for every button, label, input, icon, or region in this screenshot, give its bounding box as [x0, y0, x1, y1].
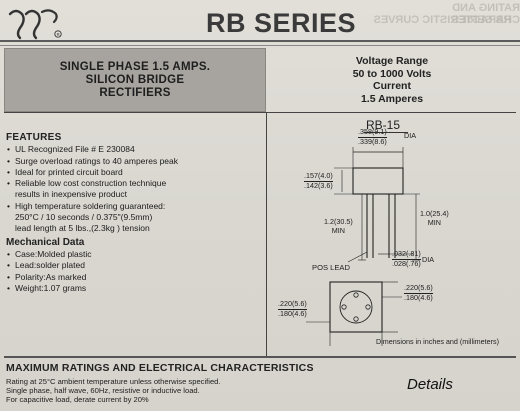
note-line: Single phase, half wave, 60Hz, resistive…: [6, 386, 200, 395]
list-item: •Ideal for printed circuit board: [7, 166, 123, 177]
spec-line: 50 to 1000 Volts: [352, 67, 432, 80]
list-item: • Reliable low cost construction techniq…: [7, 178, 167, 189]
details-link[interactable]: Details: [407, 376, 453, 393]
product-title-line: SINGLE PHASE 1.5 AMPS.: [59, 60, 211, 73]
bullet-icon: •: [7, 166, 10, 177]
list-item: •Case:Molded plastic: [7, 248, 92, 259]
list-item: •Polarity:As marked: [7, 271, 87, 282]
section-divider: [4, 112, 516, 113]
note-line: For capacitive load, derate current by 2…: [6, 395, 149, 404]
body-width-dim: .358(9.1) .339(8.6): [358, 127, 387, 146]
list-item: results in inexpensive product: [15, 189, 127, 200]
bleedthrough-text: RB SERIES: [452, 14, 512, 26]
list-item: •Weight:1.07 grams: [7, 282, 87, 293]
list-item: •Surge overload ratings to 40 amperes pe…: [7, 155, 179, 166]
section-divider: [4, 356, 516, 358]
bullet-icon: •: [7, 260, 10, 271]
list-item: •UL Recognized File # E 230084: [7, 144, 135, 155]
column-divider: [266, 112, 267, 356]
voltage-current-spec: Voltage Range 50 to 1000 Volts Current 1…: [268, 48, 516, 112]
list-item: 250°C / 10 seconds / 0.375"(9.5mm): [15, 212, 153, 223]
bullet-icon: •: [7, 200, 10, 211]
bullet-icon: •: [7, 248, 10, 259]
ratings-notes: Rating at 25°C ambient temperature unles…: [6, 377, 221, 404]
bullet-icon: •: [7, 144, 10, 155]
series-title: RB SERIES: [206, 8, 357, 38]
features-heading: FEATURES: [6, 132, 62, 143]
lead-length-right-dim: 1.0(25.4) MIN: [420, 209, 449, 227]
package-name: RB-15: [366, 118, 401, 132]
mechanical-list: •Case:Molded plastic •Lead:solder plated…: [6, 249, 262, 294]
pos-lead-label: POS LEAD: [312, 263, 350, 272]
product-title-line: RECTIFIERS: [99, 86, 171, 99]
dimensions-note: Dimensions in inches and (millimeters): [376, 337, 500, 346]
package-outline-diagram: RB-15: [268, 112, 518, 356]
brand-logo-icon: R: [8, 9, 62, 40]
max-ratings-heading: MAXIMUM RATINGS AND ELECTRICAL CHARACTER…: [6, 362, 314, 374]
package-drawing: [306, 147, 420, 346]
svg-text:R: R: [57, 32, 60, 37]
list-item: lead length at 5 lbs.,(2.3kg ) tension: [15, 223, 150, 234]
features-section: FEATURES •UL Recognized File # E 230084 …: [6, 132, 262, 294]
bullet-icon: •: [7, 155, 10, 166]
square-bottom-dim: .220(5.6) .180(4.6): [278, 299, 307, 318]
square-side-dim: .220(5.6) .180(4.6): [404, 283, 433, 302]
note-line: Rating at 25°C ambient temperature unles…: [6, 377, 221, 386]
features-list: •UL Recognized File # E 230084 •Surge ov…: [6, 144, 262, 234]
spec-line: Current: [373, 80, 411, 92]
spec-line: 1.5 Amperes: [360, 92, 424, 105]
product-title-box: SINGLE PHASE 1.5 AMPS. SILICON BRIDGE RE…: [4, 48, 266, 112]
list-item: •High temperature soldering guaranteed:: [7, 200, 166, 211]
body-height-dim: .157(4.0) .142(3.6): [304, 171, 333, 190]
package-name-underline: [364, 132, 408, 133]
bullet-icon: •: [7, 271, 10, 282]
lead-dia-dim: .032(.81) .028(.76): [392, 249, 421, 268]
dia-label: DIA: [404, 131, 416, 140]
header-divider: [0, 40, 520, 42]
product-title-line: SILICON BRIDGE: [85, 73, 185, 86]
header-divider-thin: [0, 45, 520, 46]
bullet-icon: •: [7, 178, 10, 189]
list-item: •Lead:solder plated: [7, 260, 85, 271]
dia-label: DIA: [422, 255, 434, 264]
bullet-icon: •: [7, 282, 10, 293]
mechanical-data-heading: Mechanical Data: [6, 236, 85, 248]
spec-line: Voltage Range: [355, 55, 429, 67]
lead-length-left-dim: 1.2(30.5) MIN: [324, 217, 353, 235]
